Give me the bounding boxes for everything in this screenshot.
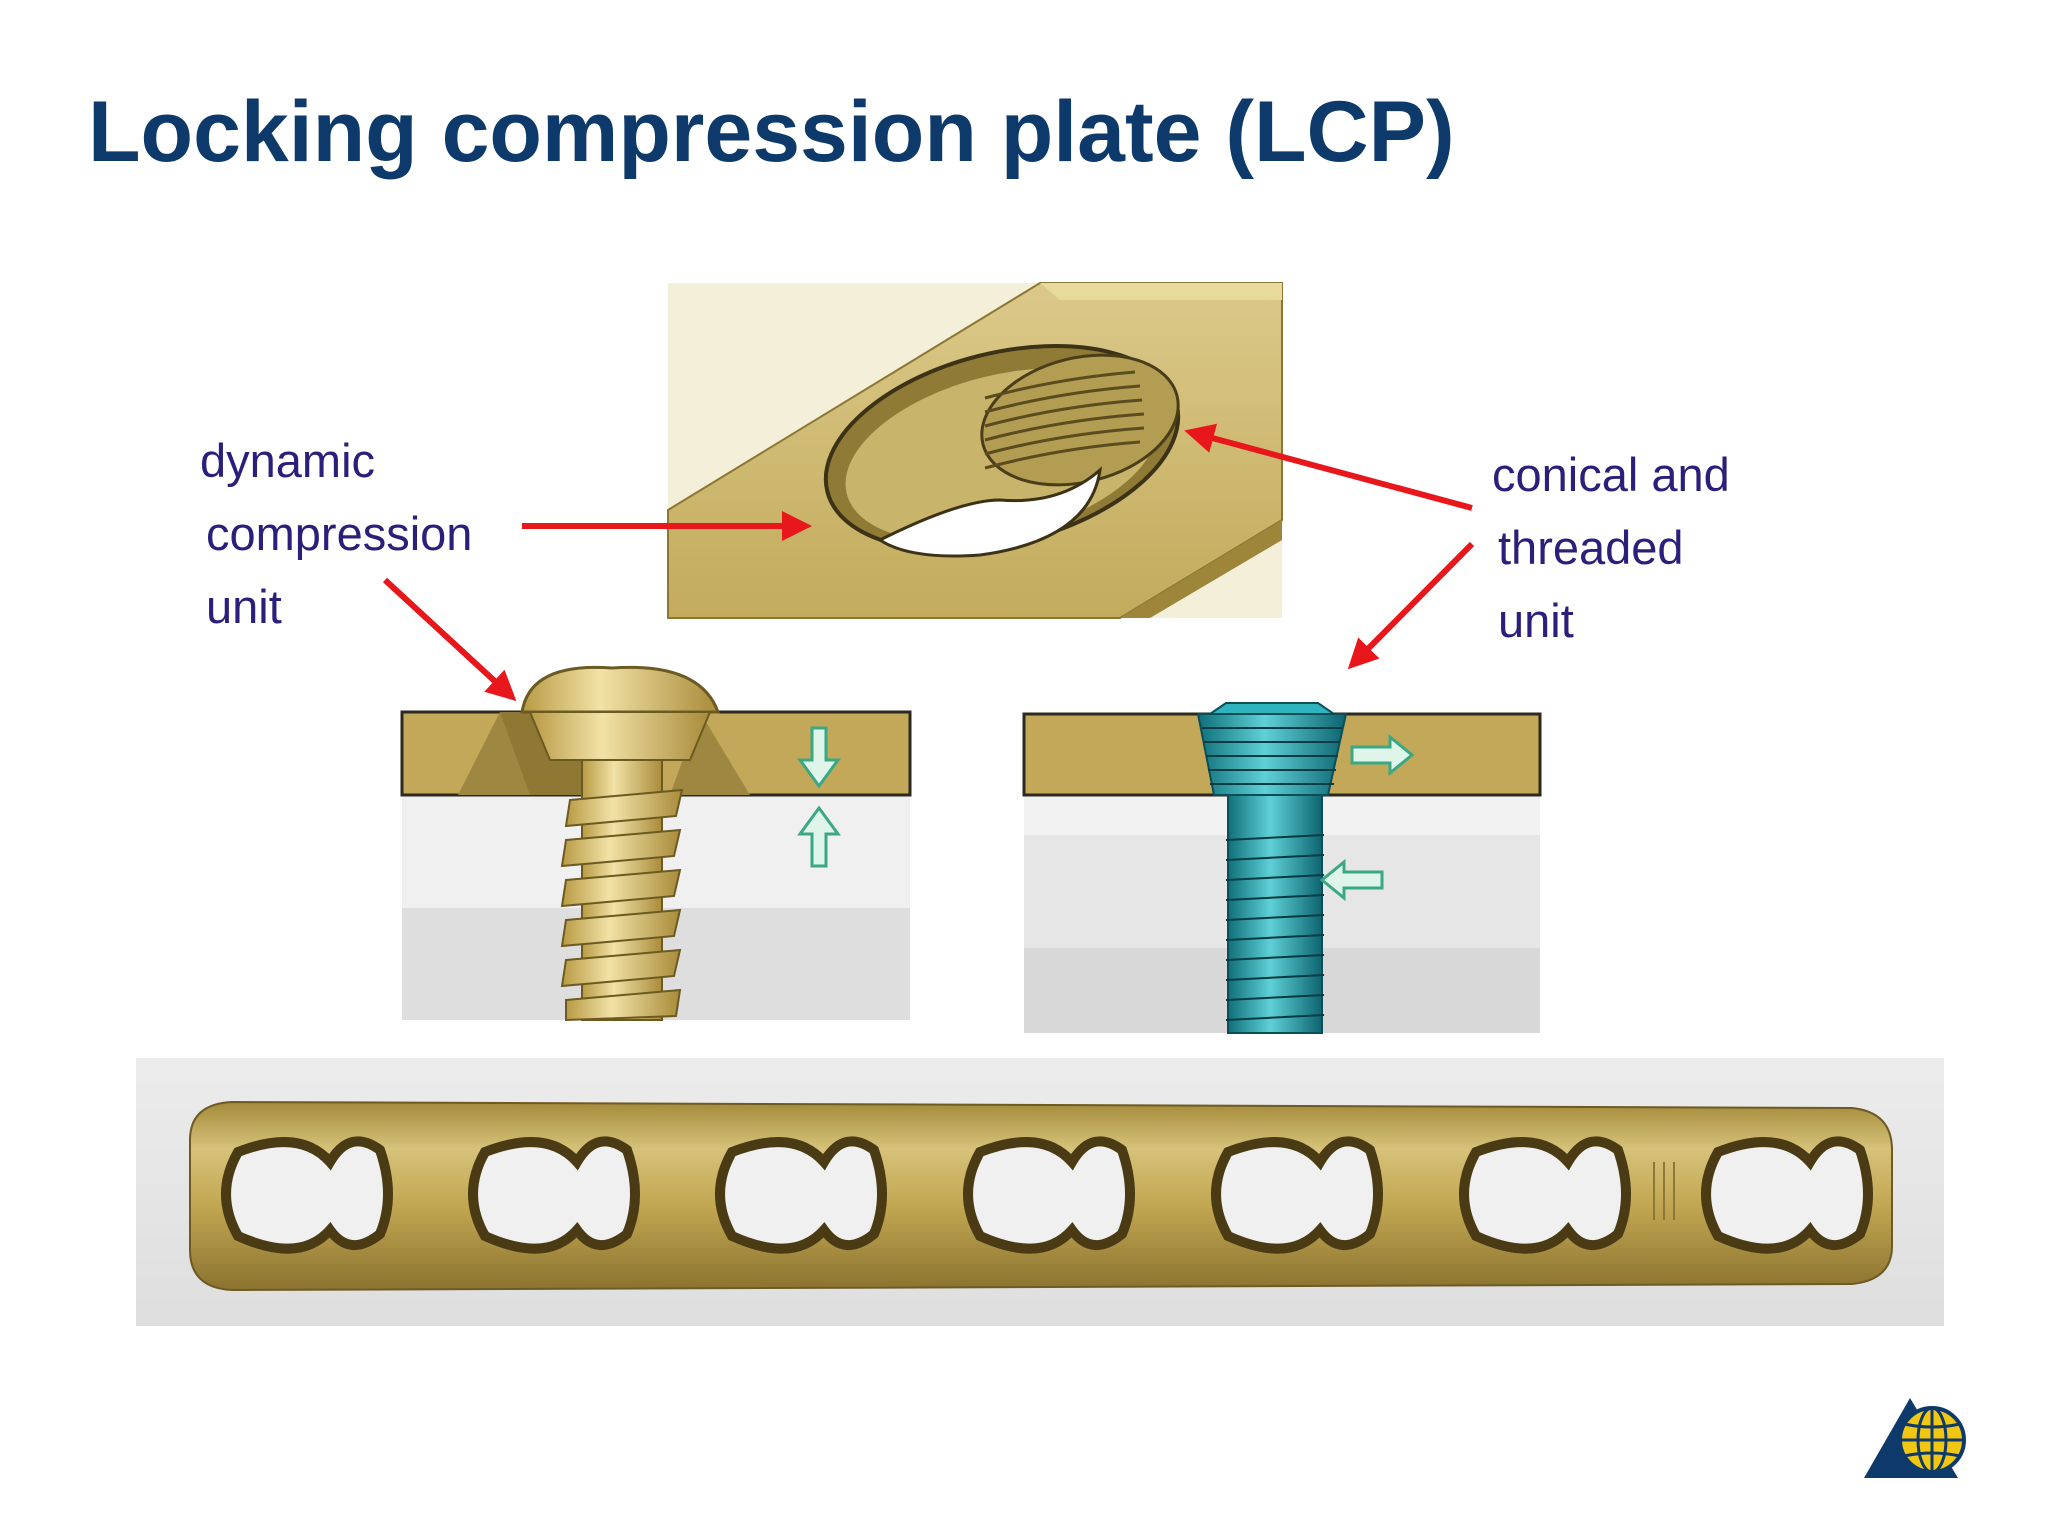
arrow-to-threaded-hole <box>1184 423 1473 511</box>
locking-screw-panel <box>1022 702 1542 1034</box>
arrow-to-locking-screw <box>1347 541 1475 670</box>
label-dynamic-compression-unit: dynamic compression unit <box>200 424 472 643</box>
label-line: conical and <box>1492 448 1730 501</box>
slide-title: Locking compression plate (LCP) <box>88 84 1455 180</box>
ao-triangle-globe-logo <box>1864 1398 1966 1478</box>
label-line: unit <box>1498 594 1574 647</box>
callout-arrows <box>382 423 1475 702</box>
compression-screw-panel <box>400 665 912 1022</box>
double-arrow-horizontal-icon <box>1319 733 1415 902</box>
arrow-to-cortex-screw <box>382 577 517 702</box>
plate-engraving-mark <box>1653 1162 1675 1220</box>
label-line: compression <box>206 507 473 560</box>
label-line: unit <box>206 580 282 633</box>
lcp-plate-photo <box>136 1058 1944 1326</box>
plate-hole-closeup <box>667 282 1283 619</box>
label-line: threaded <box>1498 521 1684 574</box>
label-conical-threaded-unit: conical and threaded unit <box>1492 438 1730 657</box>
label-line: dynamic <box>200 434 376 487</box>
double-arrow-vertical-icon <box>797 726 841 868</box>
